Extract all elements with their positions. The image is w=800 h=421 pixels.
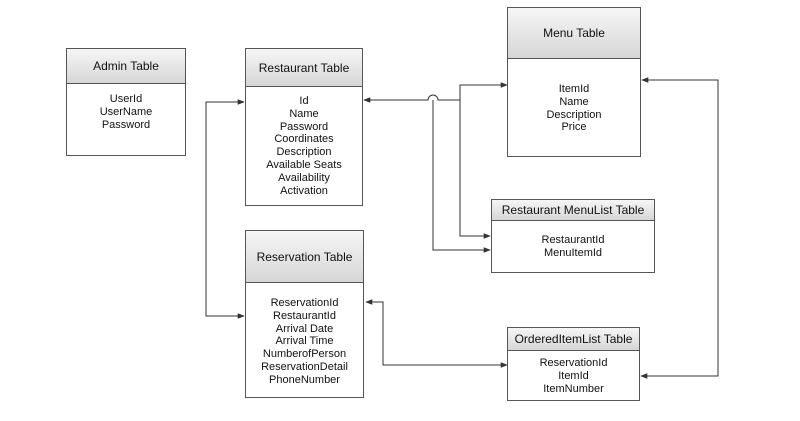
- connector-restaurant-reservation: [205, 99, 245, 319]
- field-arrival-date: Arrival Date: [275, 322, 334, 335]
- restaurant-table-fields: Id Name Password Coordinates Description…: [246, 87, 362, 197]
- reservation-table-header: Reservation Table: [246, 231, 363, 283]
- field-numberofperson: NumberofPerson: [262, 348, 347, 361]
- field-password: Password: [279, 120, 329, 133]
- reservation-table: Reservation Table ReservationId Restaura…: [245, 230, 364, 398]
- field-id: Id: [299, 95, 309, 107]
- ordered-itemlist-table-header: OrderedItemList Table: [508, 328, 639, 351]
- ordered-itemlist-table-fields: ReservationId ItemId ItemNumber: [508, 351, 639, 395]
- connector-menu-ordereditemlist: [640, 77, 719, 379]
- restaurant-menulist-table: Restaurant MenuList Table RestaurantId M…: [491, 199, 655, 273]
- field-coordinates: Coordinates: [274, 133, 334, 146]
- field-reservationid: ReservationId: [539, 357, 608, 369]
- admin-table-fields: UserId UserName Password: [67, 84, 185, 131]
- field-userid: UserId: [109, 93, 143, 105]
- field-name: Name: [559, 95, 589, 108]
- menu-table-fields: ItemId Name Description Price: [508, 59, 640, 134]
- field-itemnumber: ItemNumber: [543, 382, 604, 395]
- field-username: UserName: [99, 105, 153, 118]
- menu-table-header: Menu Table: [508, 8, 640, 59]
- field-itemid: ItemId: [558, 83, 590, 95]
- field-name: Name: [289, 107, 319, 120]
- field-description: Description: [276, 146, 332, 159]
- restaurant-menulist-table-header: Restaurant MenuList Table: [492, 200, 654, 221]
- field-restaurantid: RestaurantId: [273, 309, 336, 322]
- field-description: Description: [546, 108, 602, 121]
- field-arrival-time: Arrival Time: [275, 335, 334, 348]
- connector-menulist-itemid: [459, 100, 491, 239]
- connector-menulist-restaurantid: [432, 100, 491, 253]
- field-availability: Availability: [278, 171, 330, 184]
- field-reservationdetail: ReservationDetail: [261, 360, 348, 373]
- admin-table: Admin Table UserId UserName Password: [66, 48, 186, 156]
- field-activation: Activation: [280, 184, 328, 197]
- restaurant-table-header: Restaurant Table: [246, 49, 362, 87]
- menu-table: Menu Table ItemId Name Description Price: [507, 7, 641, 157]
- connector-reservation-ordereditemlist: [365, 299, 508, 368]
- restaurant-table: Restaurant Table Id Name Password Coordi…: [245, 48, 363, 206]
- reservation-table-fields: ReservationId RestaurantId Arrival Date …: [246, 283, 363, 387]
- admin-table-header: Admin Table: [67, 49, 185, 84]
- connector-restaurant-menu: [363, 82, 508, 103]
- ordered-itemlist-table: OrderedItemList Table ReservationId Item…: [507, 327, 640, 401]
- field-password: Password: [101, 118, 151, 131]
- field-itemid: ItemId: [558, 369, 589, 382]
- restaurant-menulist-table-fields: RestaurantId MenuItemId: [492, 221, 654, 260]
- field-phonenumber: PhoneNumber: [269, 373, 340, 386]
- field-reservationid: ReservationId: [270, 297, 339, 309]
- field-menuitemid: MenuItemId: [543, 246, 603, 259]
- field-available-seats: Available Seats: [266, 158, 342, 171]
- field-restaurantid: RestaurantId: [541, 234, 605, 246]
- field-price: Price: [561, 121, 587, 134]
